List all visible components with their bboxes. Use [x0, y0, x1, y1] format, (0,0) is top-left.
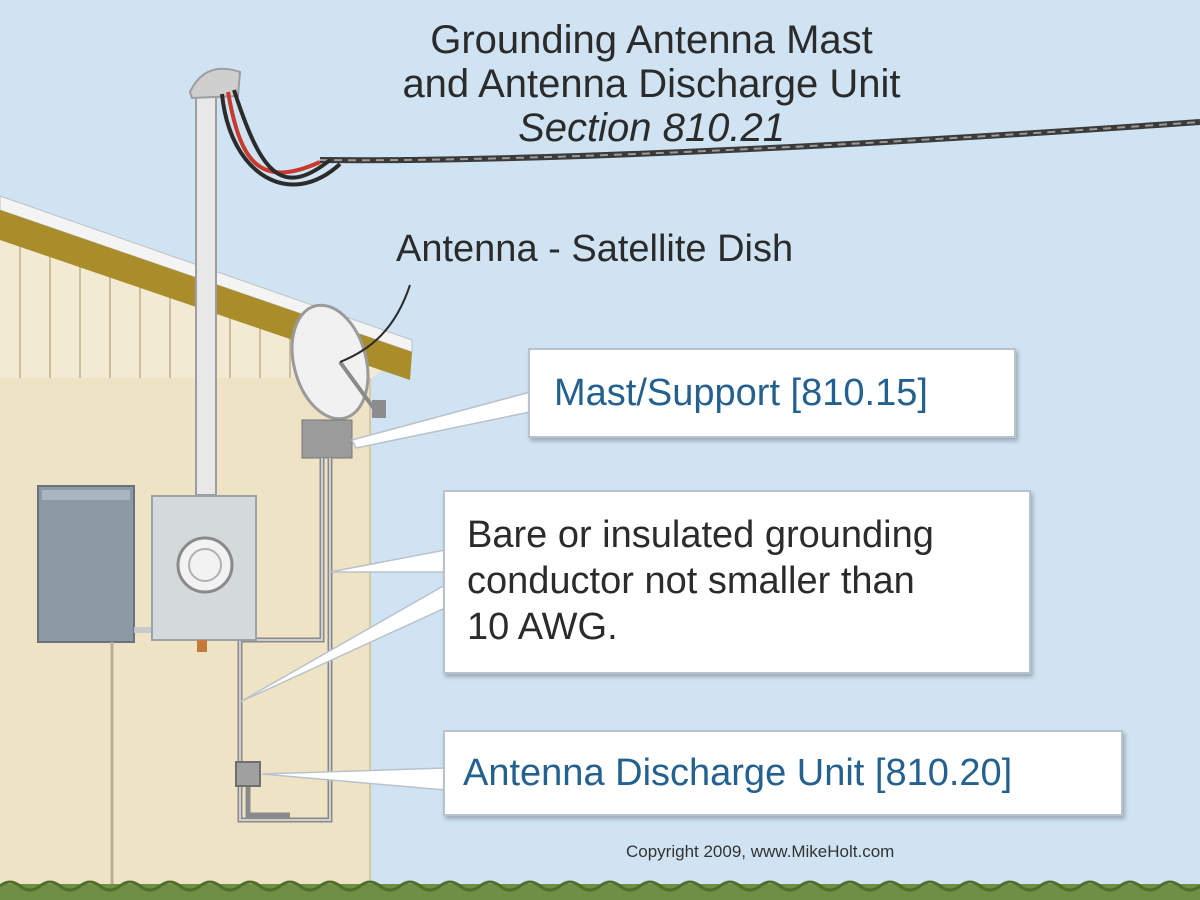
conductor-callout: Bare or insulated grounding conductor no…	[443, 490, 1031, 674]
conductor-callout-line-2: conductor not smaller than	[467, 560, 915, 602]
service-conductors	[220, 89, 342, 187]
conductor-callout-line-1: Bare or insulated grounding	[467, 514, 934, 556]
discharge-callout-text: Antenna Discharge Unit [810.20]	[463, 752, 1013, 794]
mast-callout-text: Mast/Support [810.15]	[554, 372, 928, 414]
electrical-panel	[37, 485, 135, 643]
conductor-callout-line-3: 10 AWG.	[467, 606, 618, 648]
satellite-dish-icon	[290, 303, 386, 459]
title-section-ref: Section 810.21	[518, 106, 785, 150]
grass	[0, 880, 1200, 900]
title-line-1: Grounding Antenna Mast	[430, 18, 873, 62]
antenna-label: Antenna - Satellite Dish	[396, 228, 794, 270]
service-drop-cable	[319, 119, 1200, 164]
copyright-text: Copyright 2009, www.MikeHolt.com	[626, 842, 895, 861]
meter-base	[151, 495, 257, 652]
title-line-2: and Antenna Discharge Unit	[402, 62, 901, 106]
discharge-callout: Antenna Discharge Unit [810.20]	[443, 730, 1123, 816]
antenna-discharge-unit-icon	[235, 761, 261, 787]
antenna-pointer	[339, 284, 411, 363]
mast-callout: Mast/Support [810.15]	[528, 348, 1016, 438]
